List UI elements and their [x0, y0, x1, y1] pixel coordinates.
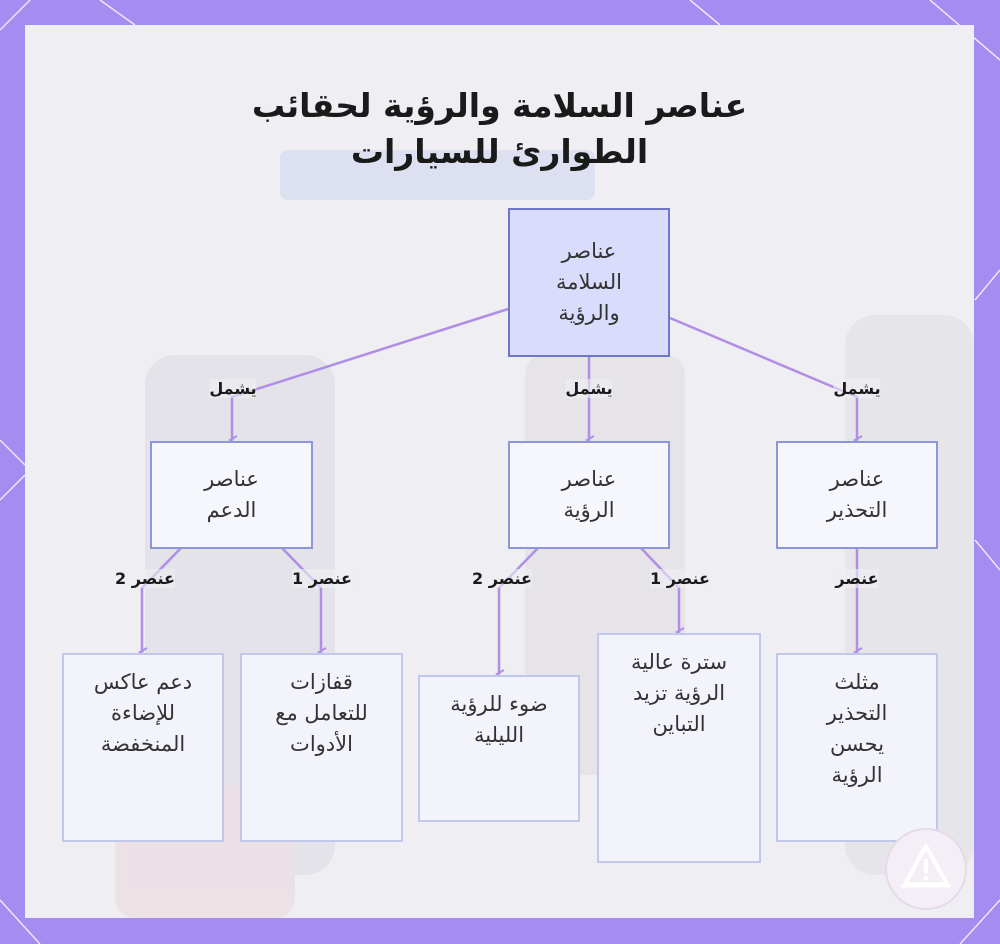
edge-label-vision-item1: عنصر 1 — [650, 569, 710, 588]
edge-label-warning-item: عنصر — [835, 569, 878, 588]
edge-vision-item2 — [499, 548, 538, 674]
node-warning: عناصر التحذير — [776, 441, 938, 549]
edge-support-item1 — [282, 548, 321, 652]
warning-triangle-icon — [883, 826, 969, 912]
node-support-item2: دعم عاكس للإضاءة المنخفضة — [62, 653, 224, 842]
node-support-item1: قفازات للتعامل مع الأدوات — [240, 653, 403, 842]
node-root: عناصر السلامة والرؤية — [508, 208, 670, 357]
edge-label-includes-support: يشمل — [209, 379, 256, 398]
node-warning-item: مثلث التحذير يحسن الرؤية — [776, 653, 938, 842]
node-vision: عناصر الرؤية — [508, 441, 670, 549]
edge-label-support-item2: عنصر 2 — [115, 569, 175, 588]
edge-label-support-item1: عنصر 1 — [292, 569, 352, 588]
node-support: عناصر الدعم — [150, 441, 313, 549]
edge-label-vision-item2: عنصر 2 — [472, 569, 532, 588]
edge-label-includes-vision: يشمل — [565, 379, 612, 398]
edge-root-warning — [670, 318, 857, 440]
edge-support-item2 — [142, 548, 181, 652]
edge-root-support — [232, 309, 508, 440]
edge-label-includes-warning: يشمل — [833, 379, 880, 398]
node-vision-item1: سترة عالية الرؤية تزيد التباين — [597, 633, 761, 863]
node-vision-item2: ضوء للرؤية الليلية — [418, 675, 580, 822]
edge-vision-item1 — [641, 548, 679, 632]
